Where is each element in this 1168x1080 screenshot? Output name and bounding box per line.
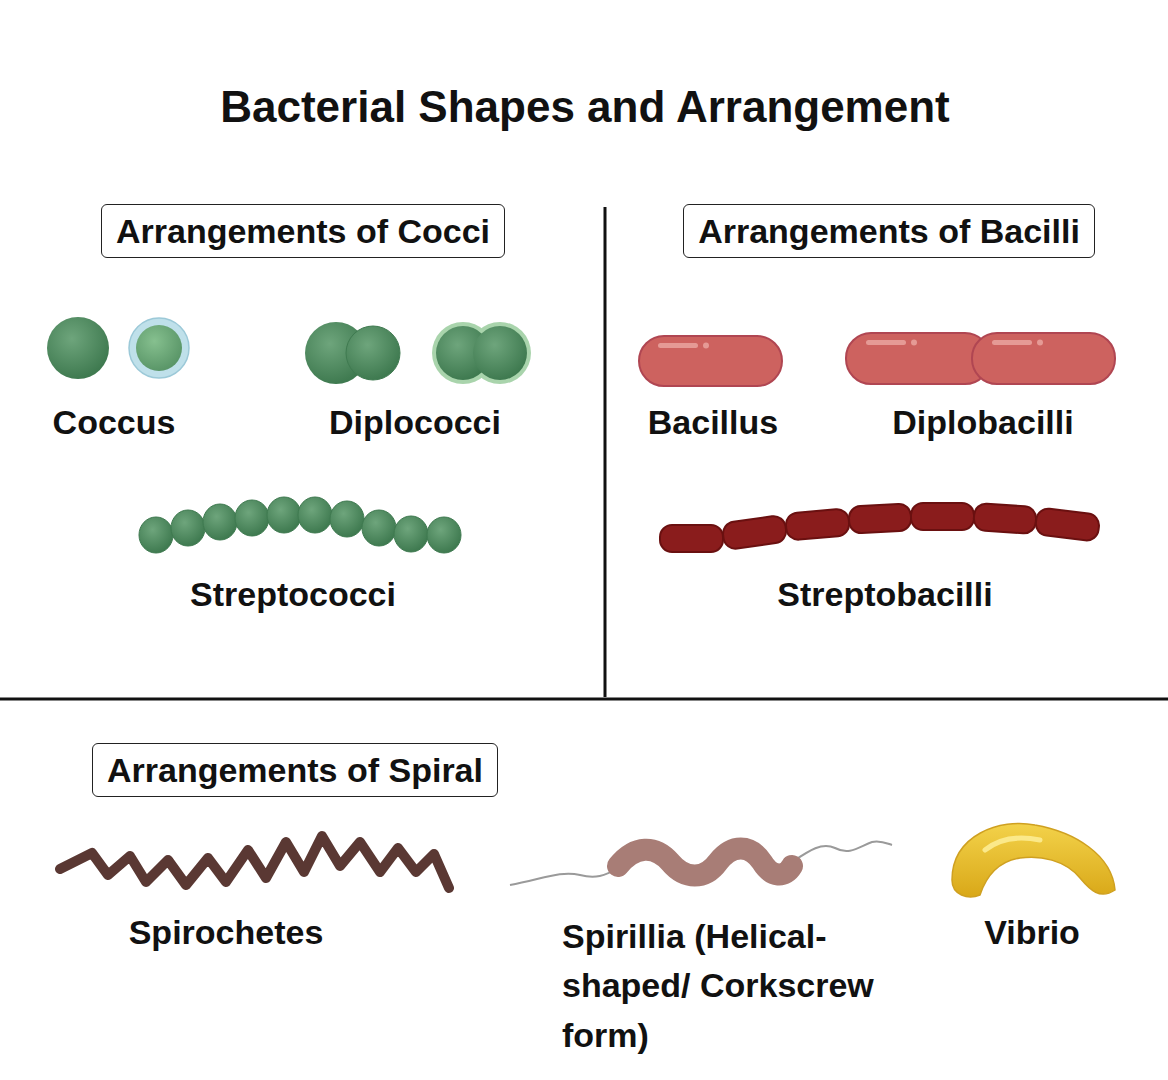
shape-label: Coccus — [53, 403, 176, 442]
shape-label: Diplococci — [329, 403, 501, 442]
shape-label: Bacillus — [648, 403, 778, 442]
shape-label: Spirillia (Helical-shaped/ Corkscrew for… — [562, 912, 902, 1060]
streptobacilli-figure — [660, 503, 1100, 552]
diplococci-figure — [305, 322, 531, 384]
shape-label: Streptococci — [190, 575, 396, 614]
shape-label: Spirochetes — [129, 913, 324, 952]
spirillum-figure — [510, 841, 892, 885]
heading-box: Arrangements of Bacilli — [683, 204, 1095, 259]
vibrio-figure — [952, 823, 1115, 896]
heading-box: Arrangements of Cocci — [101, 204, 505, 259]
shape-label: Vibrio — [984, 913, 1080, 952]
box-heading: Arrangements of Cocci — [116, 211, 490, 252]
diplobacilli-figure — [846, 333, 1115, 384]
diagram-title: Bacterial Shapes and Arrangement — [220, 82, 950, 132]
box-heading: Arrangements of Spiral — [107, 750, 483, 791]
bacillus-figure — [639, 336, 782, 386]
box-heading: Arrangements of Bacilli — [698, 211, 1080, 252]
shape-label: Diplobacilli — [892, 403, 1073, 442]
streptococci-figure — [139, 497, 461, 553]
divider-line — [604, 207, 607, 697]
spirochete-figure — [60, 836, 449, 888]
divider-line — [0, 698, 1168, 701]
coccus-figure — [47, 317, 189, 379]
shape-label: Streptobacilli — [777, 575, 992, 614]
heading-box: Arrangements of Spiral — [92, 743, 498, 798]
